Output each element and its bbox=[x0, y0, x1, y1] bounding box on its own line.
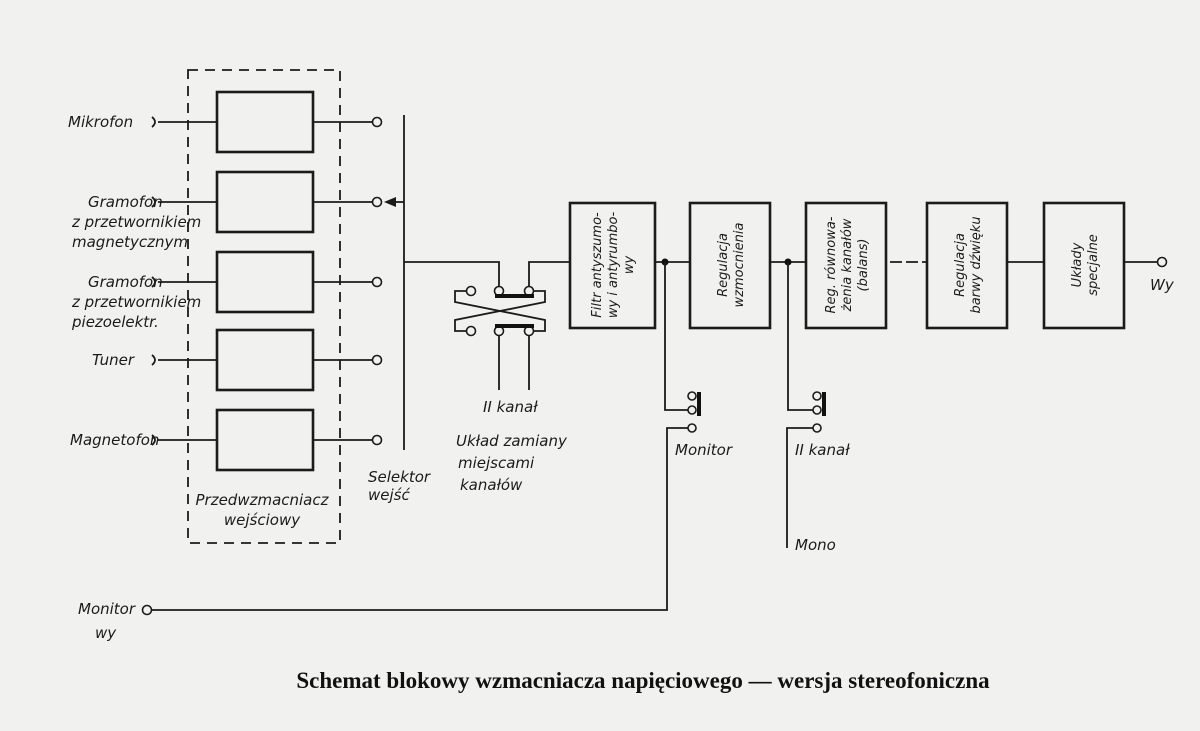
selector-contact[interactable] bbox=[371, 354, 383, 366]
input-channel: Gramofon z przetwornikiem magnetycznym bbox=[71, 170, 383, 251]
channel-switch-label: II kanał bbox=[795, 441, 850, 459]
swap-label-3: kanałów bbox=[460, 476, 523, 494]
monitor-out-terminal bbox=[141, 604, 153, 616]
swap-channel-label: II kanał bbox=[483, 398, 538, 416]
monitor-switch-label: Monitor bbox=[675, 441, 733, 459]
block-label: specjalne bbox=[1086, 234, 1101, 296]
block-label: Regulacja bbox=[716, 233, 731, 297]
block-label: (balans) bbox=[856, 239, 871, 292]
input-channel: Gramofon z przetwornikiem piezoelektr. bbox=[71, 250, 383, 331]
preamp-block bbox=[215, 408, 315, 472]
selector-contact[interactable] bbox=[371, 276, 383, 288]
selector-label-1: Selektor bbox=[368, 468, 431, 486]
block-label: wy bbox=[622, 256, 637, 275]
selector-contact[interactable] bbox=[371, 116, 383, 128]
processing-block: Filtr antyszumo-wy i antyrumbo-wy bbox=[568, 201, 657, 330]
preamp-label-1: Przedwzmacniacz bbox=[195, 491, 329, 509]
input-label: Mikrofon bbox=[68, 113, 133, 131]
input-jack-icon bbox=[151, 116, 156, 128]
input-jack-icon bbox=[151, 354, 156, 366]
block-label: Układy bbox=[1070, 242, 1085, 287]
swap-label-1: Układ zamiany bbox=[456, 432, 568, 450]
preamp-block bbox=[215, 170, 315, 234]
caption: Schemat blokowy wzmacniacza napięciowego… bbox=[296, 668, 990, 693]
preamp-label-2: wejściowy bbox=[224, 511, 301, 529]
block-label: barwy dźwięku bbox=[969, 216, 984, 313]
output-label: Wy bbox=[1150, 276, 1175, 294]
block-label: Filtr antyszumo- bbox=[590, 212, 605, 318]
preamp-block bbox=[215, 90, 315, 154]
channel-mono-switch[interactable] bbox=[786, 262, 826, 548]
input-jack-icon bbox=[151, 434, 156, 446]
channel-swap-network bbox=[404, 261, 570, 390]
preamp-block bbox=[215, 250, 315, 314]
monitor-switch[interactable] bbox=[152, 262, 701, 611]
block-label: wy i antyrumbo- bbox=[606, 212, 621, 319]
block-label: wzmocnienia bbox=[732, 223, 747, 308]
swap-label-2: miejscami bbox=[458, 454, 535, 472]
input-label: Magnetofon bbox=[70, 431, 159, 449]
input-channel: Tuner bbox=[92, 328, 383, 392]
selector-contact[interactable] bbox=[371, 196, 383, 208]
preamp-group-border bbox=[187, 69, 341, 544]
input-label: z przetwornikiem bbox=[71, 293, 201, 311]
input-label: Gramofon bbox=[88, 273, 163, 291]
input-label: Gramofon bbox=[88, 193, 163, 211]
input-channel: Mikrofon bbox=[68, 90, 383, 154]
selector-arrow-icon bbox=[384, 197, 396, 207]
input-label: Tuner bbox=[92, 351, 135, 369]
input-label: piezoelektr. bbox=[71, 313, 159, 331]
processing-block: Reg. równowa-żenia kanałów(balans) bbox=[804, 201, 888, 330]
block-label: Reg. równowa- bbox=[824, 216, 839, 313]
input-jack-icon bbox=[151, 276, 156, 288]
mono-label: Mono bbox=[795, 536, 836, 554]
block-label: Regulacja bbox=[953, 233, 968, 297]
block-label: żenia kanałów bbox=[840, 218, 855, 312]
input-channel: Magnetofon bbox=[70, 408, 383, 472]
selector-label-2: wejść bbox=[368, 486, 410, 504]
monitor-out-label-2: wy bbox=[95, 624, 117, 642]
input-label: magnetycznym bbox=[72, 233, 188, 251]
monitor-out-label-1: Monitor bbox=[78, 600, 136, 618]
input-jack-icon bbox=[151, 196, 156, 208]
preamp-block bbox=[215, 328, 315, 392]
input-label: z przetwornikiem bbox=[71, 213, 201, 231]
selector-contact[interactable] bbox=[371, 434, 383, 446]
